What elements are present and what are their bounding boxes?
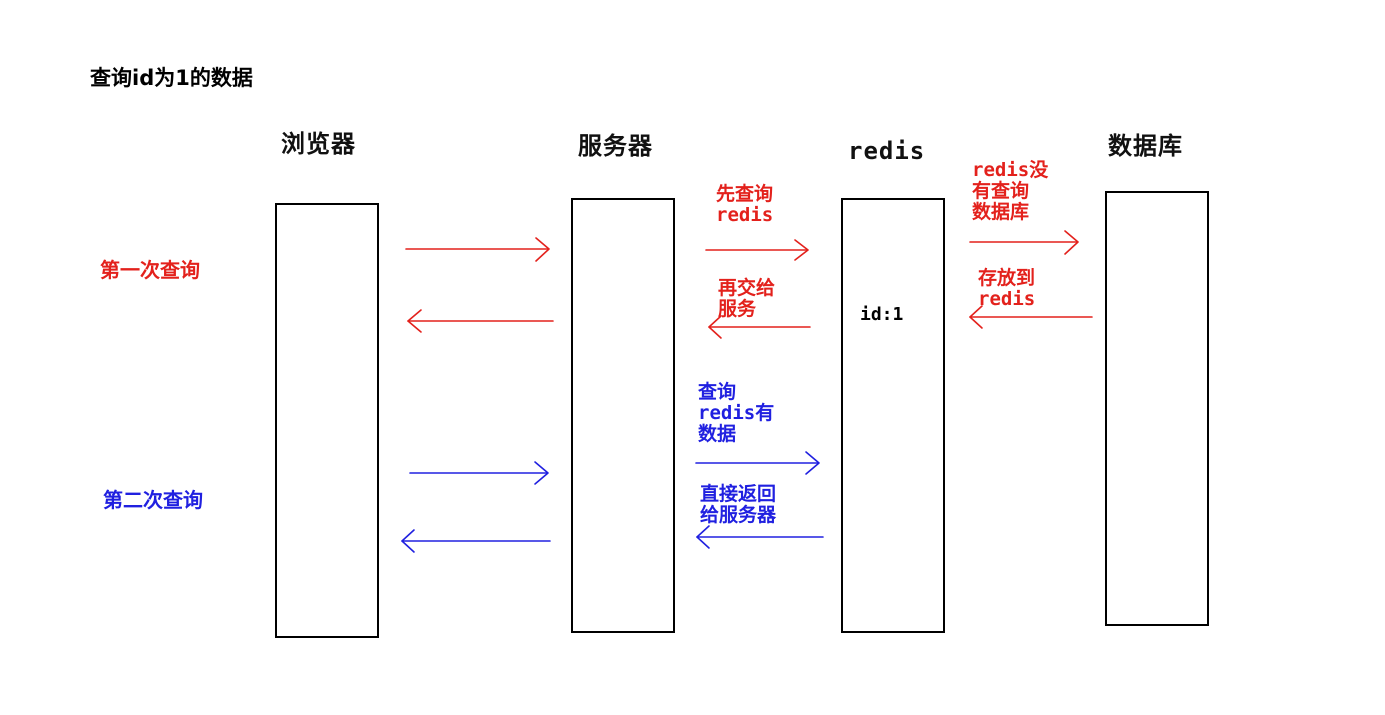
annotation-query-redis-hit: 查询 redis有 数据 bbox=[698, 382, 774, 445]
annotation-line: redis bbox=[716, 204, 774, 226]
annotation-line: redis有 bbox=[698, 402, 775, 424]
annotation-query-redis-first: 先查询 redis bbox=[716, 184, 773, 226]
redis-cached-id: id:1 bbox=[860, 304, 904, 325]
header-redis: redis bbox=[848, 137, 926, 165]
database-box bbox=[1105, 191, 1209, 626]
annotation-line: 查询 bbox=[698, 381, 737, 403]
annotation-return-to-server: 再交给 服务 bbox=[718, 278, 775, 320]
annotation-line: 直接返回 bbox=[700, 483, 777, 505]
annotation-store-to-redis: 存放到 redis bbox=[978, 268, 1035, 310]
annotation-line: 有查询 bbox=[972, 180, 1030, 202]
annotation-line: 服务 bbox=[718, 298, 757, 320]
arrow-database-to-redis bbox=[969, 305, 1093, 329]
first-query-label: 第一次查询 bbox=[100, 258, 200, 282]
annotation-line: 给服务器 bbox=[700, 504, 777, 526]
annotation-line: 存放到 bbox=[978, 267, 1036, 289]
annotation-line: redis没 bbox=[972, 159, 1049, 181]
arrow-server-to-browser-second bbox=[401, 529, 551, 553]
redis-box bbox=[841, 198, 945, 633]
annotation-line: redis bbox=[978, 288, 1036, 310]
arrow-redis-to-database bbox=[969, 230, 1079, 255]
header-browser: 浏览器 bbox=[281, 130, 356, 158]
annotation-line: 数据 bbox=[698, 423, 737, 445]
annotation-line: 先查询 bbox=[716, 183, 774, 205]
arrow-server-to-browser-first bbox=[407, 309, 554, 333]
second-query-label: 第二次查询 bbox=[103, 488, 203, 512]
diagram-title: 查询id为1的数据 bbox=[90, 66, 253, 90]
annotation-redis-miss: redis没 有查询 数据库 bbox=[972, 160, 1048, 223]
annotation-line: 再交给 bbox=[718, 277, 776, 299]
header-database: 数据库 bbox=[1108, 132, 1183, 160]
arrow-server-to-redis-first bbox=[705, 239, 809, 261]
arrow-redis-to-server-second bbox=[696, 525, 824, 549]
arrow-server-to-redis-second bbox=[695, 451, 820, 475]
arrow-redis-to-server-first bbox=[708, 315, 811, 339]
annotation-line: 数据库 bbox=[972, 201, 1030, 223]
server-box bbox=[571, 198, 675, 633]
header-server: 服务器 bbox=[578, 132, 653, 160]
arrow-browser-to-server-second bbox=[409, 461, 549, 485]
annotation-direct-return: 直接返回 给服务器 bbox=[700, 484, 776, 526]
arrow-browser-to-server-first bbox=[405, 237, 550, 262]
browser-box bbox=[275, 203, 379, 638]
